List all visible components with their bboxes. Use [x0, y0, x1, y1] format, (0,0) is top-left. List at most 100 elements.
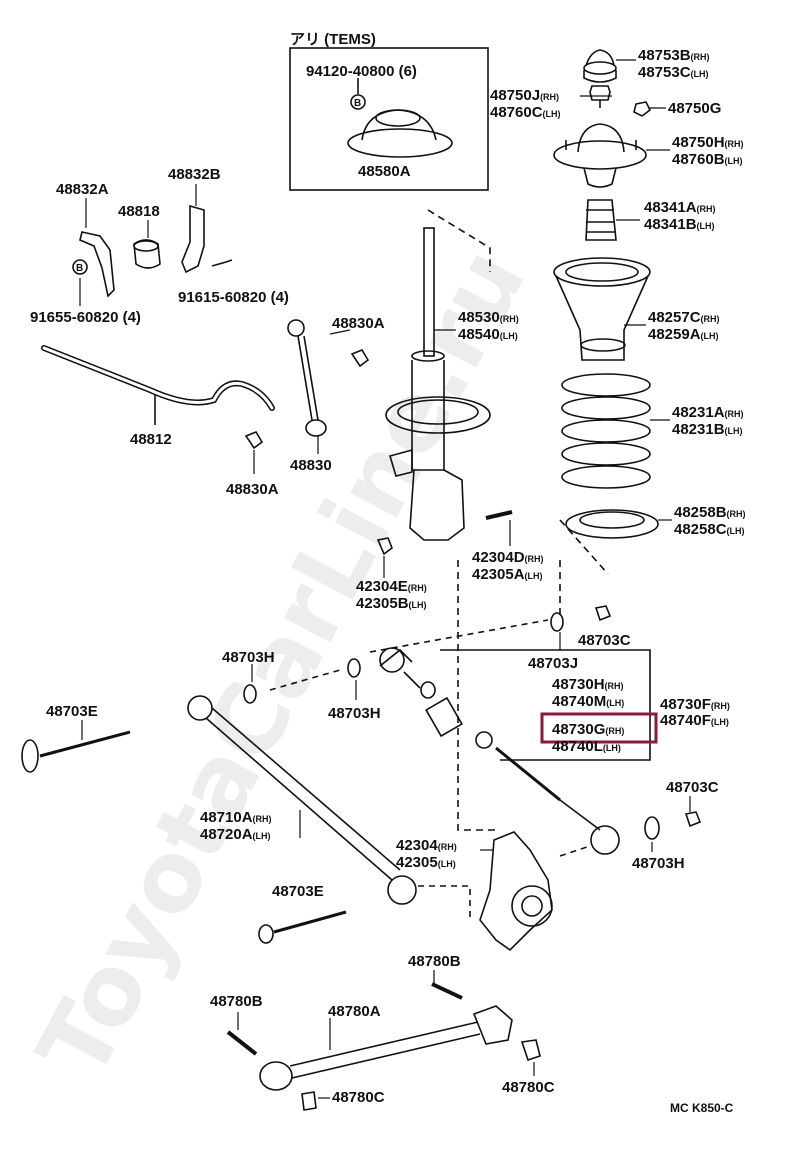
svg-text:48258B(RH): 48258B(RH)	[674, 504, 746, 521]
bolt-48703e-lower	[258, 910, 347, 944]
label-48703h-mid: 48703H	[328, 705, 381, 722]
label-48703e-top: 48703E	[46, 703, 98, 720]
nut-48703c-right	[684, 811, 702, 828]
label-42305a: 42305A	[472, 566, 525, 583]
svg-text:48710A(RH): 48710A(RH)	[200, 809, 272, 826]
label-48231b: 48231B	[672, 421, 725, 438]
label-48730f: 48730F	[660, 696, 711, 713]
leader-lines	[79, 59, 691, 1099]
svg-text:42305B(LH): 42305B(LH)	[356, 595, 427, 612]
label-48720a: 48720A	[200, 826, 253, 843]
label-48753c: 48753C	[638, 64, 691, 81]
label-48740f: 48740F	[660, 712, 711, 729]
label-48341a: 48341A	[644, 199, 697, 216]
label-48703c-right: 48703C	[666, 779, 719, 796]
nut-42304e	[376, 537, 393, 556]
inset-part-number: 94120-40800 (6)	[306, 63, 417, 80]
label-48710a: 48710A	[200, 809, 253, 826]
label-42304: 42304	[396, 837, 438, 854]
label-48750g: 48750G	[668, 100, 721, 117]
rear-axle-carrier	[479, 831, 553, 952]
bolt-42304d	[485, 510, 513, 520]
svg-text:48740F(LH): 48740F(LH)	[660, 712, 729, 729]
svg-text:48341B(LH): 48341B(LH)	[644, 216, 715, 233]
svg-text:48730H(RH): 48730H(RH)	[552, 676, 624, 693]
stabilizer-bushing	[133, 239, 161, 269]
svg-text:48720A(LH): 48720A(LH)	[200, 826, 271, 843]
label-48740l: 48740L	[552, 738, 603, 755]
bolt-48780b-top	[431, 982, 463, 1000]
inset-upper-mount	[347, 78, 453, 158]
label-48780b-top: 48780B	[408, 953, 461, 970]
nut-48750g-shape	[633, 101, 652, 117]
washers-48703	[243, 612, 660, 840]
label-48259a: 48259A	[648, 326, 701, 343]
label-48780b-left: 48780B	[210, 993, 263, 1010]
spring-lower-insulator	[565, 509, 659, 539]
badge-b-letter: B	[76, 263, 83, 274]
label-48818: 48818	[118, 203, 160, 220]
label-48703h-right: 48703H	[632, 855, 685, 872]
label-42304d: 42304D	[472, 549, 525, 566]
label-48780c-right: 48780C	[502, 1079, 555, 1096]
label-48780c-bottom: 48780C	[332, 1089, 385, 1106]
rear-strut-rod	[187, 695, 417, 905]
label-48830a-bottom: 48830A	[226, 481, 279, 498]
svg-text:48530(RH): 48530(RH)	[458, 309, 519, 326]
svg-text:48258C(LH): 48258C(LH)	[674, 521, 745, 538]
upper-nut	[589, 85, 611, 108]
label-48540: 48540	[458, 326, 500, 343]
label-48750j: 48750J	[490, 87, 540, 104]
label-48740m: 48740M	[552, 693, 606, 710]
bound-stopper-cap	[583, 49, 617, 83]
svg-text:48730G(RH): 48730G(RH)	[552, 721, 624, 738]
rear-lateral-arm	[379, 647, 421, 689]
svg-text:48750J(RH): 48750J(RH)	[490, 87, 559, 104]
svg-text:48341A(RH): 48341A(RH)	[644, 199, 716, 216]
label-42305b: 42305B	[356, 595, 409, 612]
svg-text:48760B(LH): 48760B(LH)	[672, 151, 743, 168]
nut-48780c-right	[520, 1039, 541, 1062]
label-42305: 42305	[396, 854, 438, 871]
stabilizer-link	[287, 319, 327, 437]
svg-text:42305A(LH): 42305A(LH)	[472, 566, 543, 583]
spring-guide-dash	[559, 519, 609, 575]
label-48258c: 48258C	[674, 521, 727, 538]
inset-badge-letter: B	[354, 98, 361, 109]
guide-dash-lower	[457, 560, 496, 831]
label-48753b: 48753B	[638, 47, 691, 64]
rear-lower-arm	[259, 1005, 513, 1091]
label-48832b: 48832B	[168, 166, 221, 183]
inset-title: アリ (TEMS)	[290, 31, 376, 48]
svg-text:48760C(LH): 48760C(LH)	[490, 104, 561, 121]
label-42304e: 42304E	[356, 578, 408, 595]
spring-bumper-cover	[553, 257, 651, 361]
label-48760c: 48760C	[490, 104, 543, 121]
nut-48780c-bottom	[301, 1091, 317, 1111]
nut-48830a-top	[350, 349, 370, 368]
label-91615: 91615-60820 (4)	[178, 289, 289, 306]
inset-badge-circle	[350, 94, 366, 110]
svg-text:48750H(RH): 48750H(RH)	[672, 134, 744, 151]
badge-b-circle	[72, 259, 88, 275]
label-48703h-left: 48703H	[222, 649, 275, 666]
long-bolt-48703e	[21, 730, 131, 773]
bump-stopper	[585, 199, 617, 241]
label-48812: 48812	[130, 431, 172, 448]
label-48258b: 48258B	[674, 504, 727, 521]
highlight-box	[540, 712, 658, 744]
svg-text:48257C(RH): 48257C(RH)	[648, 309, 720, 326]
bolt-91615	[211, 259, 233, 267]
inset-frame	[289, 47, 489, 191]
stabilizer-bracket-48832a	[79, 231, 115, 298]
bracket-lines-48730	[440, 649, 651, 761]
nut-48830a-bottom	[244, 431, 264, 450]
label-48257c: 48257C	[648, 309, 701, 326]
inset-part-48580a: 48580A	[358, 163, 411, 180]
drawing-lines	[21, 47, 702, 1111]
svg-text:48740M(LH): 48740M(LH)	[552, 693, 624, 710]
strut-guide-dash	[427, 209, 491, 272]
upper-support	[553, 123, 647, 188]
stabilizer-bar	[41, 345, 275, 411]
